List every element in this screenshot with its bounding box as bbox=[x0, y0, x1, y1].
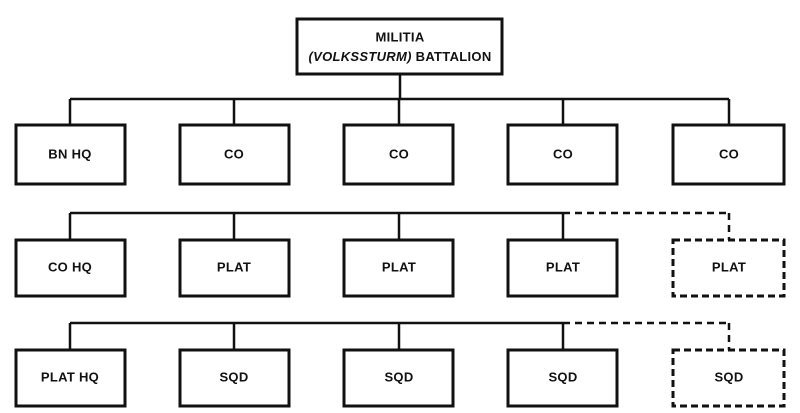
node-bn-hq: BN HQ bbox=[14, 123, 127, 186]
node-label: CO bbox=[553, 146, 573, 161]
node-label: PLAT bbox=[546, 259, 580, 274]
company-level-row: CO HQ PLAT PLAT PLAT PLAT bbox=[14, 238, 786, 298]
node-squad: SQD bbox=[342, 348, 455, 408]
node-company: CO bbox=[506, 123, 619, 186]
root-label-italic: (VOLKSSTURM) bbox=[308, 49, 411, 64]
node-platoon: PLAT bbox=[178, 238, 291, 298]
node-label: PLAT bbox=[382, 259, 416, 274]
node-label: CO bbox=[389, 146, 409, 161]
node-squad-optional: SQD bbox=[671, 348, 786, 408]
connectors-battalion-level bbox=[68, 74, 731, 125]
node-label: CO bbox=[719, 146, 739, 161]
root-label-line2: (VOLKSSTURM) BATTALION bbox=[308, 49, 491, 64]
node-label: CO HQ bbox=[48, 259, 92, 274]
node-label: SQD bbox=[219, 369, 248, 384]
battalion-level-row: BN HQ CO CO CO CO bbox=[14, 123, 786, 186]
connectors-company-level bbox=[68, 211, 731, 240]
connectors-platoon-level bbox=[68, 321, 731, 350]
battalion-root-node: MILITIA (VOLKSSTURM) BATTALION bbox=[295, 17, 504, 76]
node-label: PLAT HQ bbox=[41, 369, 99, 384]
node-company: CO bbox=[342, 123, 455, 186]
node-company: CO bbox=[178, 123, 291, 186]
node-platoon-optional: PLAT bbox=[671, 238, 786, 298]
root-label-rest: BATTALION bbox=[412, 49, 492, 64]
node-squad: SQD bbox=[506, 348, 619, 408]
node-squad: SQD bbox=[178, 348, 291, 408]
node-label: CO bbox=[224, 146, 244, 161]
node-plat-hq: PLAT HQ bbox=[14, 348, 127, 408]
node-label: PLAT bbox=[217, 259, 251, 274]
platoon-level-row: PLAT HQ SQD SQD SQD SQD bbox=[14, 348, 786, 408]
node-label: BN HQ bbox=[48, 146, 91, 161]
node-label: SQD bbox=[384, 369, 413, 384]
node-co-hq: CO HQ bbox=[14, 238, 127, 298]
node-label: PLAT bbox=[712, 259, 746, 274]
node-platoon: PLAT bbox=[342, 238, 455, 298]
node-platoon: PLAT bbox=[506, 238, 619, 298]
root-label-line1: MILITIA bbox=[375, 29, 424, 44]
node-label: SQD bbox=[714, 369, 743, 384]
node-company: CO bbox=[671, 123, 786, 186]
node-label: SQD bbox=[548, 369, 577, 384]
